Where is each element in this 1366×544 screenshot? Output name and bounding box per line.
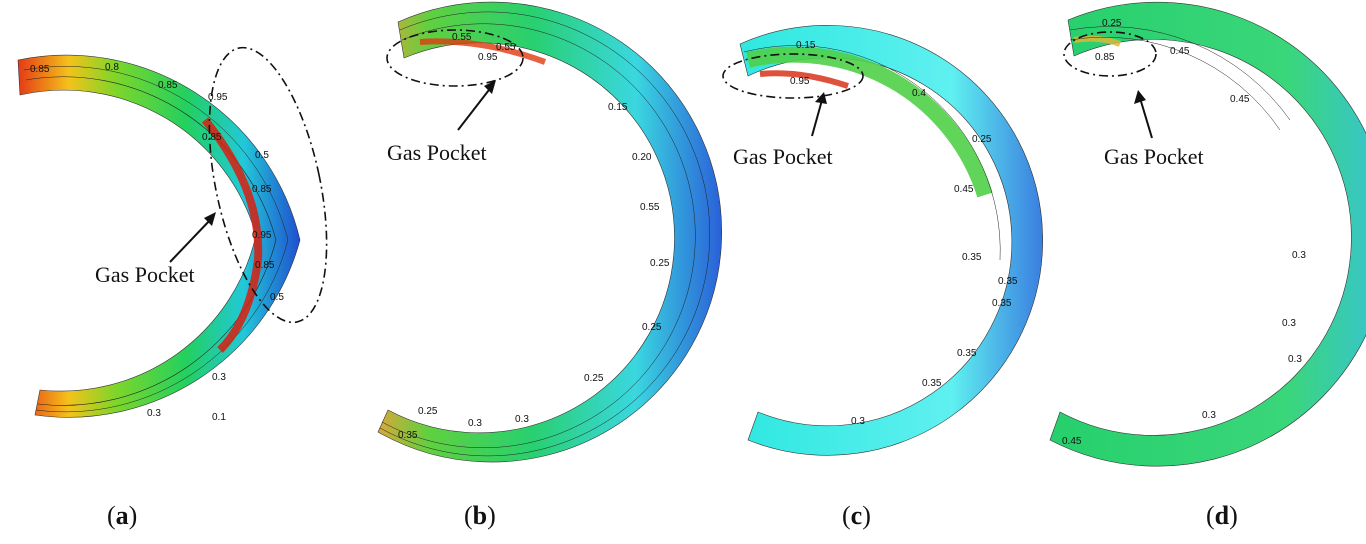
panel-b-clabel: 0.25 — [650, 258, 670, 269]
panel-a-clabel: 0.5 — [255, 150, 269, 161]
panel-d-clabel: 0.3 — [1292, 250, 1306, 261]
panel-a-clabel: 0.1 — [212, 412, 226, 423]
panel-c-arrowhead — [815, 92, 827, 104]
panel-a-arrowhead — [204, 212, 216, 226]
panel-c-clabel: 0.95 — [790, 76, 810, 87]
panel-d-clabel: 0.3 — [1202, 410, 1216, 421]
panel-c-label: (c) — [842, 501, 871, 530]
panel-a-label-letter: a — [116, 501, 129, 530]
panel-a-hot-core — [201, 117, 263, 353]
panel-c-clabel: 0.35 — [998, 276, 1018, 287]
panel-b-ring — [377, 1, 722, 463]
panel-b-gas-pocket-outline — [386, 29, 524, 87]
panel-b-clabel: 0.25 — [642, 322, 662, 333]
panel-a: 0.85 0.8 0.85 0.95 0.85 0.5 0.85 0.95 0.… — [17, 46, 328, 423]
panel-d-arrowhead — [1134, 90, 1146, 104]
panel-c-clabel: 0.15 — [796, 40, 816, 51]
panel-d: 0.25 0.45 0.85 0.45 0.3 0.3 0.3 0.3 0.45… — [1049, 1, 1366, 467]
panel-b-clabel: 0.55 — [452, 32, 472, 43]
panel-a-clabel: 0.85 — [255, 260, 275, 271]
panel-d-clabel: 0.3 — [1288, 354, 1302, 365]
panel-b-clabel: 0.15 — [608, 102, 628, 113]
panel-c-clabel: 0.25 — [972, 134, 992, 145]
panel-a-clabel: 0.95 — [208, 92, 228, 103]
panel-c-label-letter: c — [851, 501, 863, 530]
panel-a-clabel: 0.3 — [212, 372, 226, 383]
panel-c-gas-pocket-outline — [722, 53, 864, 99]
panel-d-gas-pocket-outline — [1063, 31, 1157, 77]
panel-d-yellow-spot — [1073, 35, 1122, 47]
panel-a-clabel: 0.3 — [147, 408, 161, 419]
panel-a-label: (a) — [107, 501, 137, 530]
panel-b-clabel: 0.35 — [398, 430, 418, 441]
panel-c-contour-1 — [743, 45, 1001, 261]
panel-d-contour-1 — [1069, 26, 1291, 121]
panel-b-hot-core — [419, 38, 547, 65]
panel-c-hot-core — [759, 70, 849, 89]
panel-d-contour-2 — [1069, 36, 1281, 131]
panel-d-ring — [1049, 1, 1366, 467]
panel-b-clabel: 0.55 — [496, 42, 516, 53]
panel-d-clabel: 0.25 — [1102, 18, 1122, 29]
panel-c: 0.15 0.95 0.4 0.25 0.45 0.35 0.35 0.35 0… — [722, 25, 1043, 456]
panel-c-clabel: 0.3 — [851, 416, 865, 427]
panel-d-clabel: 0.45 — [1170, 46, 1190, 57]
panel-a-clabel: 0.85 — [30, 64, 50, 75]
panel-a-gas-pocket-outline — [208, 46, 328, 324]
panel-a-clabel: 0.85 — [252, 184, 272, 195]
panel-b-clabel: 0.25 — [418, 406, 438, 417]
panel-d-clabel: 0.45 — [1062, 436, 1082, 447]
panel-d-clabel: 0.45 — [1230, 94, 1250, 105]
panel-d-label-letter: d — [1215, 501, 1230, 530]
panel-b-clabel: 0.3 — [515, 414, 529, 425]
panel-b-contour-1 — [381, 23, 696, 449]
panel-c-clabel: 0.45 — [954, 184, 974, 195]
panel-c-clabel: 0.35 — [957, 348, 977, 359]
panel-b-clabel: 0.25 — [584, 373, 604, 384]
panel-b-contour-2 — [379, 11, 710, 457]
panel-b-clabel: 0.3 — [468, 418, 482, 429]
panel-b-annotation: Gas Pocket — [387, 140, 487, 165]
panel-c-clabel: 0.35 — [992, 298, 1012, 309]
panel-d-annotation: Gas Pocket — [1104, 144, 1204, 169]
panel-a-contour-2 — [23, 66, 289, 413]
panel-c-clabel: 0.4 — [912, 88, 926, 99]
panel-b-clabel: 0.95 — [478, 52, 498, 63]
panel-d-arrow — [1139, 97, 1153, 139]
panel-c-clabel: 0.35 — [962, 252, 982, 263]
panel-d-label: (d) — [1206, 501, 1238, 530]
panel-a-clabel: 0.85 — [202, 132, 222, 143]
panel-c-annotation: Gas Pocket — [733, 144, 833, 169]
panel-b: 0.55 0.55 0.95 0.15 0.20 0.55 0.25 0.25 … — [377, 1, 722, 463]
panel-a-contour-1 — [25, 76, 277, 406]
panel-a-arrow — [169, 217, 213, 263]
panel-a-clabel: 0.8 — [105, 62, 119, 73]
panel-b-clabel: 0.20 — [632, 152, 652, 163]
panel-c-clabel: 0.35 — [922, 378, 942, 389]
panel-a-annotation: Gas Pocket — [95, 262, 195, 287]
panel-c-arrow — [811, 99, 823, 137]
panel-a-clabel: 0.85 — [158, 80, 178, 91]
panel-a-clabel: 0.95 — [252, 230, 272, 241]
panel-a-ring — [17, 54, 301, 418]
panel-b-arrow — [457, 85, 493, 131]
panel-d-clabel: 0.85 — [1095, 52, 1115, 63]
panel-b-label-letter: b — [473, 501, 487, 530]
panel-a-clabel: 0.5 — [270, 292, 284, 303]
panel-c-ring — [739, 25, 1043, 456]
panel-b-clabel: 0.55 — [640, 202, 660, 213]
panel-d-clabel: 0.3 — [1282, 318, 1296, 329]
panel-b-label: (b) — [464, 501, 496, 530]
panel-b-arrowhead — [484, 80, 496, 94]
